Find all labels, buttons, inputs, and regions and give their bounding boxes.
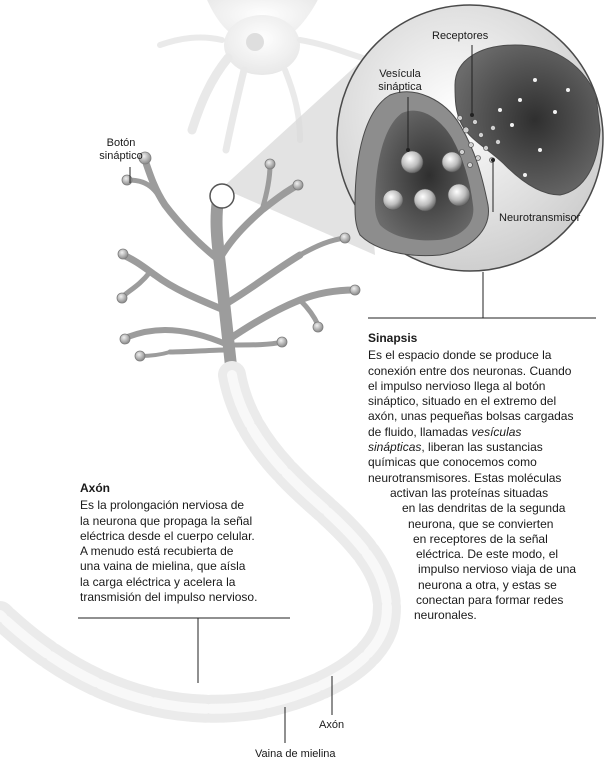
sinapsis-description: Sinapsis Es el espacio donde se produce … <box>368 331 608 624</box>
label-neurotransmisor: Neurotransmisor <box>499 212 581 224</box>
axon-line: transmisión del impulso nervioso. <box>80 590 258 605</box>
label-receptores: Receptores <box>432 30 489 42</box>
sinapsis-title: Sinapsis <box>368 331 418 345</box>
sinapsis-text: de fluido, llamadas <box>368 424 472 439</box>
axon-line: la neurona que propaga la señal <box>80 513 253 528</box>
sinapsis-line: de fluido, llamadas vesículas <box>368 425 608 440</box>
neurotransmitter-particles <box>457 115 501 168</box>
sinapsis-line: neurotransmisores. Estas moléculas <box>368 470 562 485</box>
sinapsis-line: químicas que conocemos como <box>368 455 537 470</box>
label-vesicula-line2: sináptica <box>378 81 422 93</box>
myelin-highlight <box>0 370 392 714</box>
label-boton-sinaptico: Botón sináptico <box>86 137 156 163</box>
label-axon: Axón <box>319 719 345 731</box>
label-boton-line2: sináptico <box>99 150 143 162</box>
sinapsis-italic: vesículas <box>471 424 522 439</box>
axon-line: la carga eléctrica y acelera la <box>80 574 236 589</box>
receptor-particles <box>498 78 570 177</box>
sinapsis-line: impulso nervioso viaja de una <box>418 562 577 577</box>
sinapsis-line: neurona, que se convierten <box>408 516 554 531</box>
synaptic-terminal-highlight <box>209 183 235 209</box>
sinapsis-line: en receptores de la señal <box>413 531 548 546</box>
synaptic-vesicles <box>382 150 471 212</box>
axon-line: una vaina de mielina, que aísla <box>80 559 246 574</box>
sinapsis-line: neuronales. <box>414 608 477 623</box>
synapse-magnified-view <box>336 4 604 272</box>
second-neuron-soma <box>157 0 373 154</box>
sinapsis-line: axón, unas pequeñas bolsas cargadas <box>368 409 574 424</box>
label-vesicula-sinaptica: Vesícula sináptica <box>370 68 430 94</box>
axon-line: Es la prolongación nerviosa de <box>80 498 245 513</box>
sinapsis-line: sináptico, situado en el extremo del <box>368 394 557 409</box>
sinapsis-text: , liberan las sustancias <box>421 440 543 455</box>
sinapsis-line: el impulso nervioso llega al botón <box>368 378 546 393</box>
axon-line: A menudo está recubierta de <box>80 544 234 559</box>
zoom-cone <box>222 62 375 255</box>
sinapsis-italic: sinápticas <box>368 440 422 455</box>
sinapsis-line: en las dendritas de la segunda <box>402 501 566 516</box>
axon-title: Axón <box>80 481 110 495</box>
label-vaina-mielina: Vaina de mielina <box>255 748 336 760</box>
sinapsis-line: conexión entre dos neuronas. Cuando <box>368 363 572 378</box>
sinapsis-line: activan las proteínas situadas <box>390 485 549 500</box>
sinapsis-line: sinápticas, liberan las sustancias <box>368 440 608 455</box>
sinapsis-line: Es el espacio donde se produce la <box>368 348 552 363</box>
axon-line: eléctrica desde el cuerpo celular. <box>80 528 255 543</box>
sinapsis-line: eléctrica. De este modo, el <box>416 547 559 562</box>
axon-description: Axón Es la prolongación nerviosa de la n… <box>80 481 305 605</box>
sinapsis-line: neurona a otra, y estas se <box>418 577 557 592</box>
label-boton-line1: Botón <box>106 137 136 149</box>
label-vesicula-line1: Vesícula <box>379 68 421 80</box>
sinapsis-line: conectan para formar redes <box>416 593 564 608</box>
